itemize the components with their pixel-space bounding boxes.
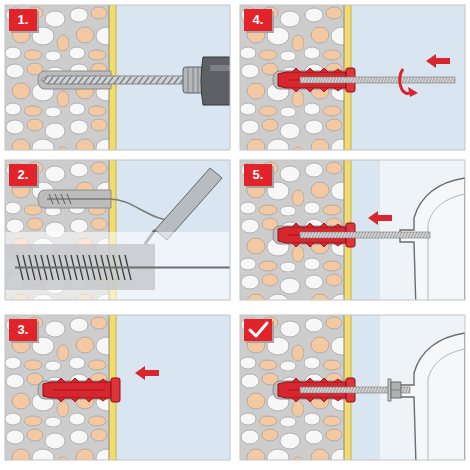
washer [388,379,391,401]
step-panel [5,315,230,465]
step-number: 1. [18,9,29,31]
step-panel [5,160,230,310]
step-number-badge: 1. [9,9,37,31]
brush-wire [47,199,180,222]
step-number: 3. [18,319,29,341]
step-number: 4. [253,9,264,31]
step-number: 2. [18,164,29,186]
step-panel [240,5,465,155]
step-number-badge: 5. [244,164,272,186]
step-panel [5,5,230,155]
drill-bit [41,76,185,84]
step-number: 5. [253,164,264,186]
step-panel [240,315,465,465]
nut [391,382,401,398]
step-number-badge: 4. [244,9,272,31]
blow-pump [155,168,222,240]
drill-body [201,57,230,105]
check-badge [244,319,272,341]
step-number-badge: 3. [9,319,37,341]
threaded-rod [300,77,455,83]
drill-chuck [183,67,203,93]
step-panel [240,160,465,310]
step-number-badge: 2. [9,164,37,186]
